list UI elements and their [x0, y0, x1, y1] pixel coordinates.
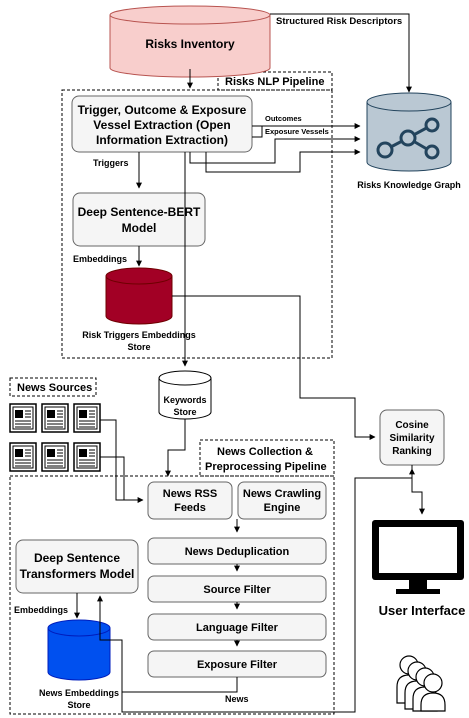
- keywords-store-line1: Keywords: [163, 395, 206, 405]
- news-embeddings-database-icon: [47, 619, 111, 681]
- users-icon: [396, 655, 446, 712]
- newspaper-icon: [41, 403, 69, 433]
- knowledge-graph-icon: [366, 92, 452, 172]
- newspaper-icon: [41, 442, 69, 472]
- trigger-extraction-line3: Information Extraction): [96, 133, 228, 147]
- risks-knowledge-graph-label: Risks Knowledge Graph: [357, 180, 461, 190]
- news-deduplication-label: News Deduplication: [185, 546, 290, 558]
- keywords-database-icon: [158, 370, 212, 420]
- news-rss-line1: News RSS: [163, 488, 217, 500]
- news-embeddings-store-line2: Store: [67, 700, 90, 710]
- cosine-line1: Cosine: [395, 420, 429, 431]
- news-collection-pipeline-container: [9, 475, 335, 715]
- risks-nlp-pipeline-label: Risks NLP Pipeline: [225, 76, 324, 88]
- embeddings-top-label: Embeddings: [73, 254, 127, 264]
- risks-nlp-pipeline-label-box: [217, 71, 333, 91]
- monitor-icon: [372, 520, 464, 594]
- connectors: [74, 13, 425, 713]
- newspaper-icon: [9, 442, 37, 472]
- news-rss-line2: Feeds: [174, 502, 206, 514]
- news-embeddings-store-line1: News Embeddings: [39, 688, 119, 698]
- risks-inventory-database-icon: [109, 5, 271, 78]
- trigger-extraction-box: [71, 95, 253, 153]
- risks-inventory-label: Risks Inventory: [145, 37, 235, 51]
- news-sources-label: News Sources: [17, 382, 92, 394]
- risk-triggers-database-icon: [105, 267, 173, 325]
- risk-triggers-store-line1: Risk Triggers Embeddings: [82, 330, 196, 340]
- newspaper-icon: [73, 442, 101, 472]
- newspaper-icon: [9, 403, 37, 433]
- news-crawling-engine-box: [237, 481, 327, 520]
- cosine-line3: Ranking: [392, 446, 431, 457]
- deep-sentence-transformers-line2: Transformers Model: [20, 567, 135, 581]
- trigger-extraction-line2: Vessel Extraction (Open: [93, 118, 230, 132]
- risk-triggers-store-line2: Store: [127, 342, 150, 352]
- language-filter-label: Language Filter: [196, 622, 279, 634]
- news-crawling-line2: Engine: [264, 502, 301, 514]
- trigger-extraction-line1: Trigger, Outcome & Exposure: [78, 103, 247, 117]
- news-label: News: [225, 694, 249, 704]
- user-interface-label: User Interface: [379, 603, 466, 618]
- embeddings-bottom-label: Embeddings: [14, 605, 68, 615]
- keywords-store-line2: Store: [173, 407, 196, 417]
- news-collection-pipeline-label-box: [199, 439, 335, 477]
- newspaper-icon-group: [9, 403, 101, 472]
- deep-sentence-transformers-line1: Deep Sentence: [34, 551, 120, 565]
- outcomes-label: Outcomes: [265, 114, 302, 123]
- newspaper-icon: [73, 403, 101, 433]
- deep-sbert-line2: Model: [122, 221, 157, 235]
- cosine-line2: Similarity: [389, 433, 434, 444]
- news-collection-label-line2: Preprocessing Pipeline: [205, 461, 327, 473]
- news-crawling-line1: News Crawling: [243, 488, 321, 500]
- news-rss-feeds-box: [147, 481, 233, 520]
- exposure-filter-label: Exposure Filter: [197, 659, 278, 671]
- news-collection-label-line1: News Collection &: [217, 446, 313, 458]
- source-filter-label: Source Filter: [203, 584, 271, 596]
- risks-nlp-pipeline-container: [61, 89, 333, 359]
- triggers-label: Triggers: [93, 158, 129, 168]
- deep-sbert-line1: Deep Sentence-BERT: [78, 205, 201, 219]
- exposure-vessels-label: Exposure Vessels: [265, 127, 329, 136]
- structured-risk-descriptors-label: Structured Risk Descriptors: [276, 16, 402, 27]
- news-sources-label-box: [9, 377, 97, 397]
